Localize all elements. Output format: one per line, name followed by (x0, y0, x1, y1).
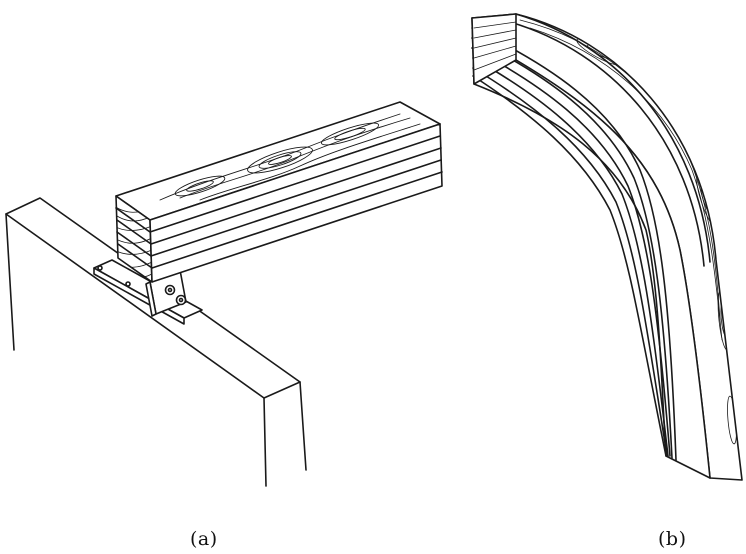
curved-glulam-member (471, 13, 743, 481)
steel-angle-connector (93, 259, 203, 325)
caption-b: (b) (658, 528, 687, 550)
caption-a: (a) (190, 528, 218, 550)
glulam-beam (115, 101, 443, 283)
